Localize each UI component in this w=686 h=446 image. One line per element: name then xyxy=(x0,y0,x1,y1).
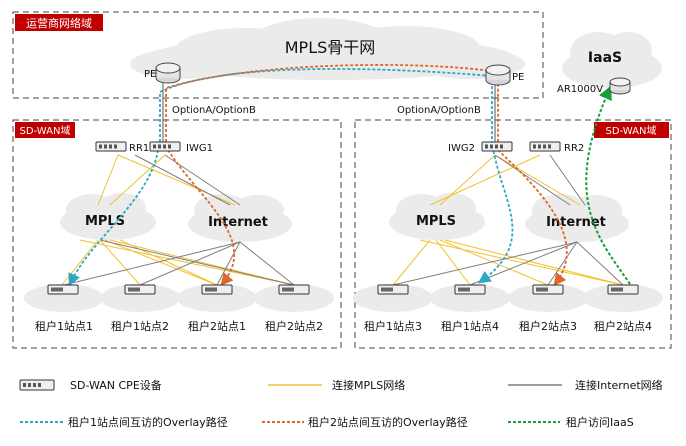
rr1-device-icon xyxy=(95,141,127,152)
internet-right-label: Internet xyxy=(546,215,606,230)
carrier-domain-tag: 运营商网络域 xyxy=(26,16,92,30)
rr2-device-icon xyxy=(529,141,561,152)
rr1-label: RR1 xyxy=(129,143,149,154)
iwg1-device-icon xyxy=(149,141,181,152)
cpe-icon xyxy=(47,284,79,295)
site-label-3: 租户2站点1 xyxy=(188,319,246,333)
sdwan-left-tag: SD-WAN域 xyxy=(20,124,71,137)
cpe-icon xyxy=(201,284,233,295)
legend-mpls-label: 连接MPLS网络 xyxy=(332,378,405,392)
site-label-4: 租户2站点2 xyxy=(265,319,323,333)
legend: SD-WAN CPE设备 连接MPLS网络 连接Internet网络 租户1站点… xyxy=(19,378,663,429)
cpe-icon xyxy=(124,284,156,295)
sdwan-right-tag-bg xyxy=(594,122,669,138)
rr2-label: RR2 xyxy=(564,143,584,154)
cpe-icon xyxy=(607,284,639,295)
sdwan-left-domain-box xyxy=(12,119,342,349)
tenant1-overlay-path-site1 xyxy=(68,149,159,287)
tenant-iaas-path xyxy=(585,85,631,285)
pe-left-router-icon xyxy=(155,62,181,84)
legend-internet-label: 连接Internet网络 xyxy=(575,378,663,392)
site-label-6: 租户1站点4 xyxy=(441,319,499,333)
pe-right-router-icon xyxy=(485,64,511,86)
mpls-right-label: MPLS xyxy=(416,214,456,229)
ar1000v-router-icon xyxy=(609,77,631,95)
mpls-left-label: MPLS xyxy=(85,214,125,229)
tenant1-overlay-path-left xyxy=(159,68,514,284)
site-label-8: 租户2站点4 xyxy=(594,319,652,333)
iwg1-label: IWG1 xyxy=(186,143,213,154)
site-cpe-devices xyxy=(47,284,639,295)
option-left-label: OptionA/OptionB xyxy=(172,105,256,116)
legend-tenant2-label: 租户2站点间互访的Overlay路径 xyxy=(308,415,468,429)
cpe-icon xyxy=(532,284,564,295)
iwg2-label: IWG2 xyxy=(448,143,475,154)
legend-cpe-icon xyxy=(19,379,55,391)
site-label-7: 租户2站点3 xyxy=(519,319,577,333)
sdwan-left-tag-bg xyxy=(15,122,75,138)
cpe-icon xyxy=(377,284,409,295)
carrier-domain-tag-bg xyxy=(15,14,103,31)
tenant2-overlay-path-backbone xyxy=(165,64,499,142)
carrier-domain-box xyxy=(12,11,544,99)
sdwan-right-tag: SD-WAN域 xyxy=(606,124,657,137)
site-clouds xyxy=(24,284,663,312)
tenant2-overlay-path-site3 xyxy=(497,149,568,286)
internet-left-label: Internet xyxy=(208,215,268,230)
ar1000v-label: AR1000V xyxy=(557,84,603,95)
legend-iaas-label: 租户访问IaaS xyxy=(566,415,634,429)
mpls-backbone-cloud xyxy=(130,18,525,80)
iwg2-device-icon xyxy=(481,141,513,152)
mpls-right-cloud xyxy=(389,193,485,240)
pe-right-label: PE xyxy=(512,72,524,83)
iaas-cloud xyxy=(562,32,662,88)
cpe-icon xyxy=(454,284,486,295)
legend-tenant1-label: 租户1站点间互访的Overlay路径 xyxy=(68,415,228,429)
tenant2-overlay-path-site1 xyxy=(167,149,236,286)
iaas-label: IaaS xyxy=(588,50,622,66)
mpls-links xyxy=(61,154,624,286)
sdwan-right-domain-box xyxy=(354,119,672,349)
site-label-5: 租户1站点3 xyxy=(364,319,422,333)
cpe-icon xyxy=(278,284,310,295)
legend-cpe-label: SD-WAN CPE设备 xyxy=(70,378,162,392)
site-label-2: 租户1站点2 xyxy=(111,319,169,333)
mpls-backbone-label: MPLS骨干网 xyxy=(285,38,376,57)
site-label-1: 租户1站点1 xyxy=(35,319,93,333)
pe-left-label: PE xyxy=(144,69,156,80)
option-right-label: OptionA/OptionB xyxy=(397,105,481,116)
